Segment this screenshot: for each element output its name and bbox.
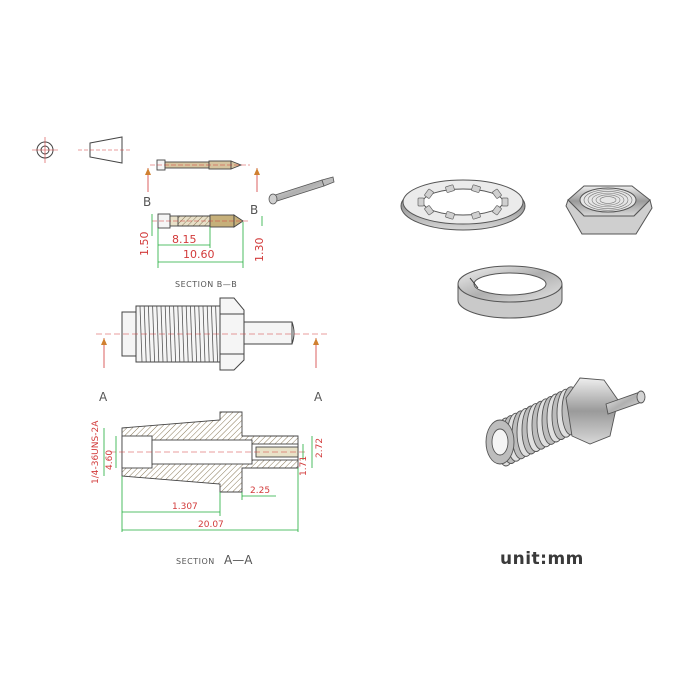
hex-nut-3d [565,185,653,235]
thread-line [148,305,151,363]
section-mark-a-left: A [99,338,108,404]
dim-pin-inner-length: 8.15 [172,233,197,246]
dim-pin-diameter-b: 2.72 [315,438,325,458]
split-washer-3d [457,265,563,319]
connector-side-view [96,297,330,371]
nut-thread-ring [587,191,629,209]
pin-3d-view [268,176,335,205]
dim-body-length: 1.307 [172,502,198,512]
section-bb-caption: SECTION B—B [175,280,237,289]
section-mark-b-left: B [143,168,151,209]
washer-tooth [471,211,481,220]
washer-tooth [445,211,455,220]
dim-pin-right-diameter: 1.30 [253,238,266,263]
nut-thread-ring [599,196,617,204]
washer-tooth [424,205,434,216]
washer-tooth [424,188,434,199]
pin-side-view [150,159,250,171]
washer-tooth [492,205,502,216]
connector-section-aa [110,411,306,493]
dim-total-length: 20.07 [198,520,224,530]
dim-nut-length: 2.25 [250,486,270,496]
dim-thread-spec: 1/4-36UNS-2A [91,420,101,484]
dim-pin-total-length: 10.60 [183,248,215,261]
washer-tooth [417,197,425,207]
thread-line [173,305,176,363]
dims-section-aa [103,428,313,532]
nut-thread-ring [583,189,633,211]
thread-line [211,305,214,363]
washer-tooth [501,197,509,207]
thread-line [164,305,168,363]
section-aa-mark: A—A [224,553,253,567]
section-letter-b-left: B [143,195,151,209]
connector-3d [485,377,646,467]
end-view-symbol [32,137,58,163]
unit-label: unit:mm [500,549,584,569]
dim-pin-diameter-a: 1.71 [299,456,309,476]
pin-section-bb [152,213,250,229]
thread-line [156,305,160,363]
washer-tooth [445,184,455,193]
section-letter-a-right: A [314,390,323,404]
section-mark-b-right: B [250,168,260,217]
dims-section-bb [151,214,263,268]
cone-view-symbol [78,136,130,164]
section-letter-b-right: B [250,203,258,217]
washer-tooth [492,188,502,199]
dim-pin-left-diameter: 1.50 [138,232,151,257]
lock-washer-3d [400,179,526,231]
section-aa-caption: SECTION [176,557,215,566]
section-mark-a-right: A [313,338,323,404]
section-letter-a-left: A [99,390,108,404]
washer-tooth [471,184,481,193]
nut-thread-ring [591,192,625,208]
dim-bore-diameter: 4.60 [105,450,115,470]
nut-thread-ring [595,194,621,206]
